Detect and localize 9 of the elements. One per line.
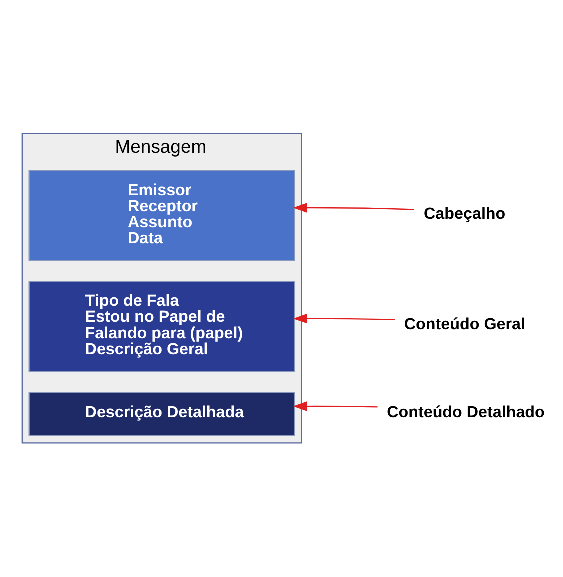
arrow (293, 203, 414, 213)
node-text: Conteúdo Detalhado (387, 403, 545, 422)
node-text: Cabeçalho (424, 204, 506, 223)
node-text: Conteúdo Geral (404, 316, 526, 334)
node-box: Descrição Detalhada (28, 392, 296, 436)
arrow (293, 314, 395, 324)
node-box: Tipo de Fala Estou no Papel de Falando para (papel) Descrição Geral (28, 281, 296, 372)
arrow (293, 402, 378, 412)
node-box: Emissor Receptor Assunto Data (28, 170, 296, 262)
